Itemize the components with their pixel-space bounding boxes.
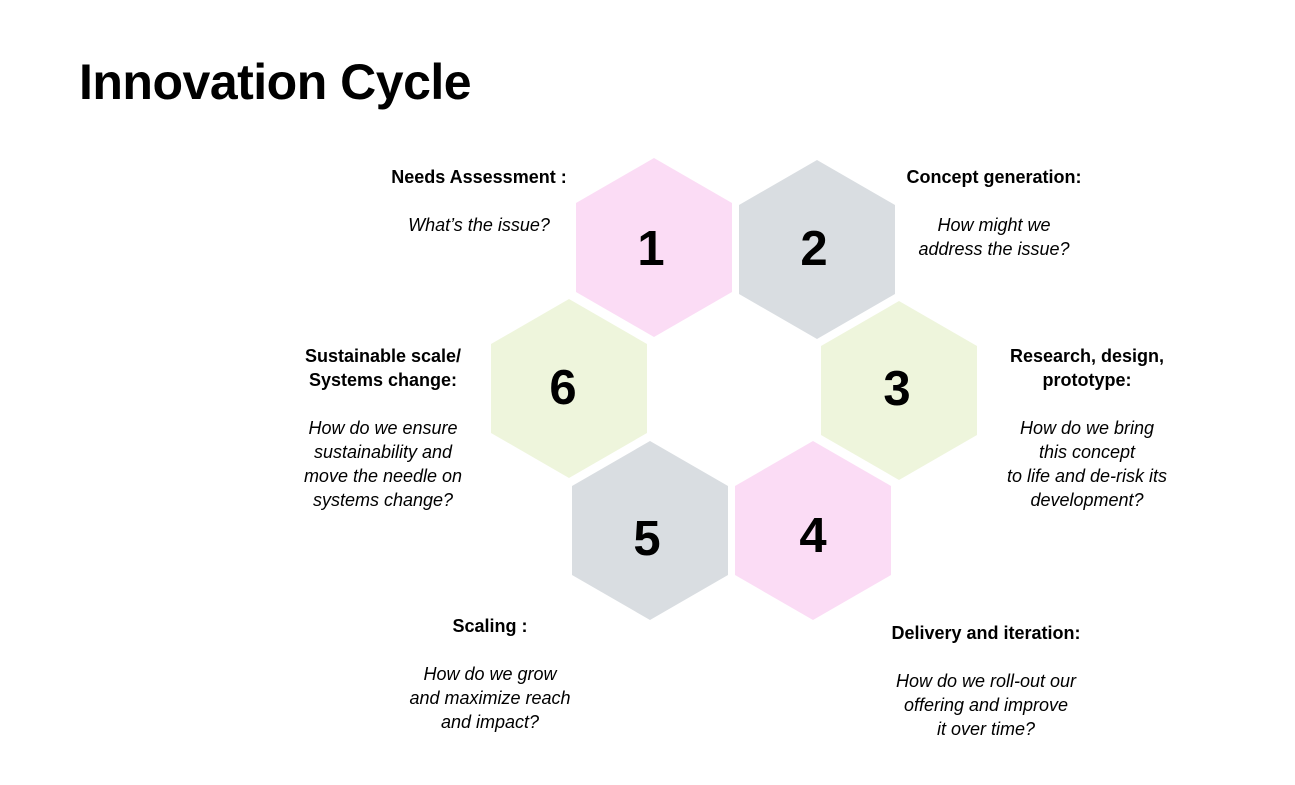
hexagon-1-number: 1: [637, 222, 664, 276]
stage-4-question: How do we roll-out our offering and impr…: [895, 671, 1077, 739]
hexagon-3-number: 3: [883, 362, 910, 416]
stage-2-title: Concept generation:: [906, 167, 1082, 187]
hexagon-4-shape: [735, 441, 891, 620]
stage-4-title: Delivery and iteration:: [891, 623, 1081, 643]
stage-6-title: Sustainable scale/ Systems change:: [304, 346, 462, 390]
stage-3-label: Research, design, prototype: How do we b…: [962, 320, 1212, 536]
stage-4-label: Delivery and iteration: How do we roll-o…: [856, 597, 1116, 765]
hexagon-6-number: 6: [549, 361, 576, 415]
hexagon-6-shape: [491, 299, 647, 478]
hexagon-3-shape: [821, 301, 977, 480]
stage-1-question: What’s the issue?: [408, 215, 550, 235]
stage-3-title: Research, design, prototype:: [1009, 346, 1165, 390]
hexagon-stage-3: 3: [821, 301, 977, 480]
stage-2-label: Concept generation: How might we address…: [844, 141, 1144, 285]
hexagon-5-number: 5: [633, 512, 660, 566]
stage-1-title: Needs Assessment :: [391, 167, 567, 187]
hexagon-stage-5: 5: [572, 441, 728, 620]
stage-6-label: Sustainable scale/ Systems change: How d…: [258, 320, 508, 536]
stage-5-question: How do we grow and maximize reach and im…: [409, 664, 571, 732]
hexagon-4-number: 4: [799, 509, 826, 563]
hexagon-stage-2: 2: [739, 160, 895, 339]
page-title: Innovation Cycle: [79, 54, 472, 110]
stage-6-question: How do we ensure sustainability and move…: [303, 418, 463, 510]
hexagon-stage-1: 1: [576, 158, 732, 337]
hexagon-5-shape: [572, 441, 728, 620]
stage-5-label: Scaling : How do we grow and maximize re…: [370, 590, 610, 758]
hexagon-stage-4: 4: [735, 441, 891, 620]
stage-2-question: How might we address the issue?: [918, 215, 1070, 259]
stage-1-label: Needs Assessment : What’s the issue?: [329, 141, 629, 261]
stage-5-title: Scaling :: [452, 616, 528, 636]
stage-3-question: How do we bring this concept to life and…: [1006, 418, 1168, 510]
hexagon-1-shape: [576, 158, 732, 337]
hexagon-stage-6: 6: [491, 299, 647, 478]
hexagon-2-number: 2: [800, 222, 827, 276]
hexagon-2-shape: [739, 160, 895, 339]
